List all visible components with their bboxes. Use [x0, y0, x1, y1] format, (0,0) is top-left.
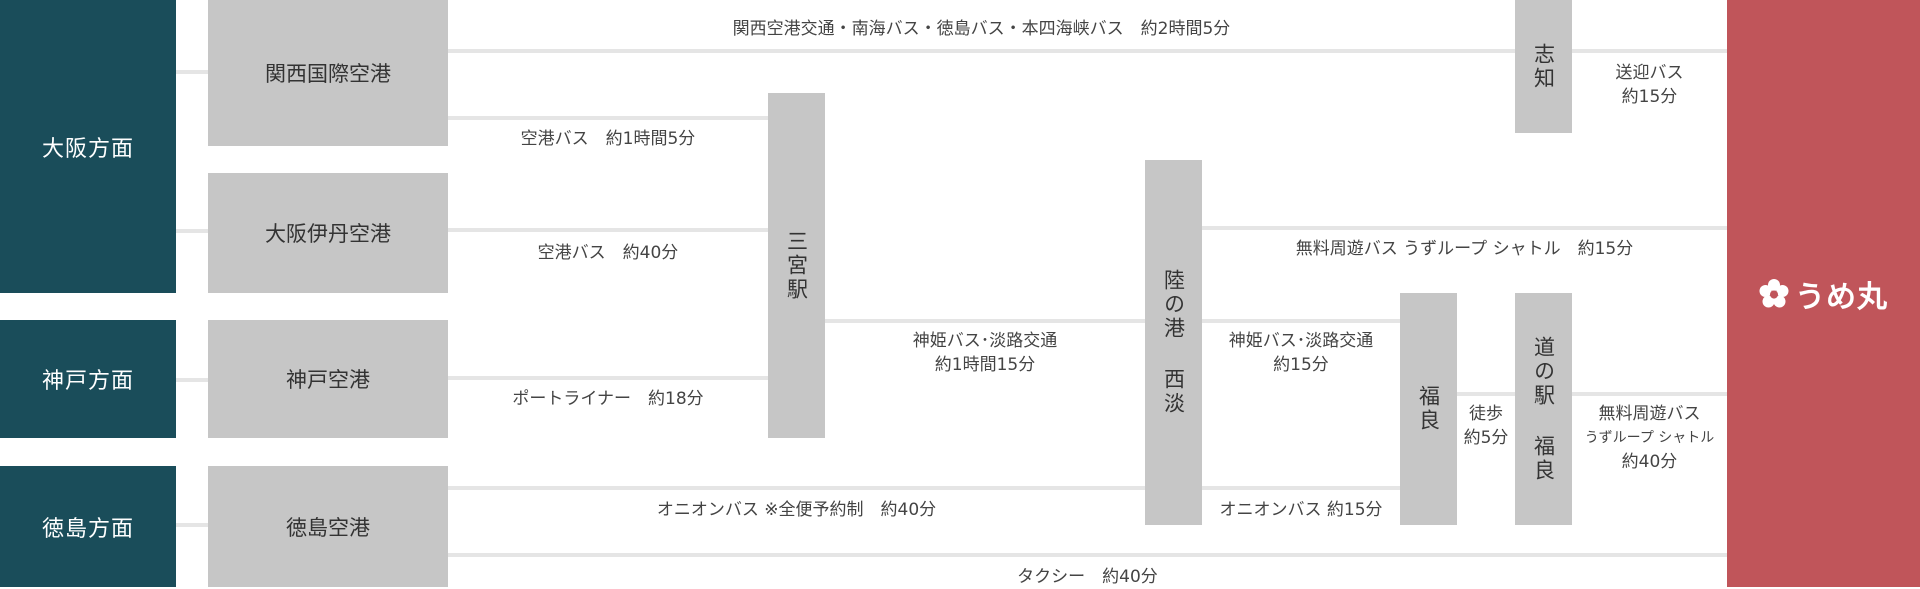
line-kobe-kobeairport	[176, 378, 208, 382]
line-tokushima-tokushimaairport	[176, 523, 208, 527]
node-kansai-airport: 関西国際空港	[208, 0, 448, 146]
route-label-shichi-dest-line1: 送迎バス	[1615, 63, 1684, 83]
route-label-kobe-sannomiya: ポートライナー 約18分	[512, 389, 704, 409]
region-kobe-label: 神戸方面	[41, 369, 134, 394]
route-label-sannomiya-rikunominato: 神姫バス･淡路交通 約1時間15分	[825, 329, 1145, 377]
node-fukura-label: 福良	[1416, 385, 1441, 433]
route-label-shichi-dest: 送迎バス 約15分	[1572, 61, 1727, 109]
destination-logo: うめ丸	[1759, 272, 1888, 316]
node-rikunominato-seidan-label: 陸の港 西淡	[1161, 269, 1186, 416]
route-label-walk: 徒歩 約5分	[1457, 402, 1515, 450]
node-fukura: 福良	[1400, 293, 1457, 525]
node-kobe-airport-label: 神戸空港	[286, 368, 370, 392]
route-label-michinoeki-dest: 無料周遊バス うずループ シャトル 約40分	[1572, 402, 1727, 474]
node-tokushima-airport-label: 徳島空港	[286, 515, 370, 540]
route-label-michinoeki-dest-line1: 無料周遊バス	[1598, 404, 1701, 424]
line-fukura-michinoeki	[1457, 392, 1515, 396]
line-kansai-shichi	[448, 49, 1727, 53]
node-itami-airport: 大阪伊丹空港	[208, 173, 448, 293]
route-label-sannomiya-rikunominato-line2: 約1時間15分	[934, 355, 1036, 375]
line-rikunominato-fukura-onion	[1202, 486, 1400, 490]
line-kobe-sannomiya	[448, 376, 768, 380]
line-sannomiya-rikunominato	[825, 319, 1145, 323]
destination-umemaru: うめ丸	[1727, 0, 1920, 587]
route-label-taxi: タクシー 約40分	[1017, 567, 1158, 587]
line-taxi	[448, 553, 1727, 557]
line-michinoeki-dest	[1572, 392, 1727, 396]
node-tokushima-airport: 徳島空港	[208, 466, 448, 587]
line-osaka-itami	[176, 229, 208, 233]
route-label-walk-line1: 徒歩	[1469, 404, 1503, 424]
region-kobe: 神戸方面	[0, 320, 176, 438]
route-label-tokushima-rikunominato: オニオンバス ※全便予約制 約40分	[656, 500, 937, 520]
route-label-rikunominato-fukura-line1: 神姫バス･淡路交通	[1228, 331, 1374, 351]
node-sannomiya-station: 三宮駅	[768, 93, 825, 438]
node-rikunominato-seidan: 陸の港 西淡	[1145, 160, 1202, 525]
destination-logo-name: うめ丸	[1795, 279, 1888, 315]
region-osaka: 大阪方面	[0, 0, 176, 293]
node-itami-airport-label: 大阪伊丹空港	[265, 222, 391, 246]
region-tokushima-label: 徳島方面	[41, 516, 134, 542]
route-label-michinoeki-dest-line3: 約40分	[1621, 452, 1678, 472]
line-kansai-sannomiya	[448, 116, 768, 120]
node-sannomiya-station-label: 三宮駅	[784, 229, 809, 302]
node-michinoeki-fukura: 道の駅 福良	[1515, 293, 1572, 525]
node-shichi-label: 志知	[1531, 42, 1556, 91]
node-kansai-airport-label: 関西国際空港	[265, 62, 391, 86]
route-label-kansai-shichi: 関西空港交通・南海バス・徳島バス・本四海峡バス 約2時間5分	[732, 19, 1231, 39]
line-osaka-kansai	[176, 70, 208, 74]
route-label-rikunominato-fukura: 神姫バス･淡路交通 約15分	[1202, 329, 1400, 377]
line-tokushima-rikunominato	[448, 486, 1145, 490]
ume-flower-icon	[1759, 278, 1789, 307]
region-osaka-label: 大阪方面	[41, 136, 134, 162]
node-shichi: 志知	[1515, 0, 1572, 133]
region-tokushima: 徳島方面	[0, 466, 176, 587]
route-label-kansai-sannomiya: 空港バス 約1時間5分	[520, 129, 696, 149]
node-kobe-airport: 神戸空港	[208, 320, 448, 438]
route-label-itami-sannomiya: 空港バス 約40分	[537, 243, 679, 263]
line-itami-sannomiya	[448, 228, 768, 232]
route-label-rikunominato-fukura-onion: オニオンバス 約15分	[1219, 500, 1383, 520]
node-michinoeki-fukura-label: 道の駅 福良	[1531, 335, 1556, 483]
route-label-sannomiya-rikunominato-line1: 神姫バス･淡路交通	[912, 331, 1058, 351]
route-label-shichi-dest-line2: 約15分	[1621, 87, 1678, 107]
route-label-rikunominato-fukura-line2: 約15分	[1273, 355, 1329, 375]
route-label-walk-line2: 約5分	[1463, 428, 1509, 448]
line-rikunominato-fukura	[1202, 319, 1400, 323]
line-rikunominato-dest	[1202, 226, 1727, 230]
route-label-michinoeki-dest-line2: うずループ シャトル	[1584, 430, 1715, 446]
line-shichi-dest	[1572, 49, 1727, 53]
route-label-rikunominato-dest: 無料周遊バス うずループ シャトル 約15分	[1295, 239, 1634, 259]
